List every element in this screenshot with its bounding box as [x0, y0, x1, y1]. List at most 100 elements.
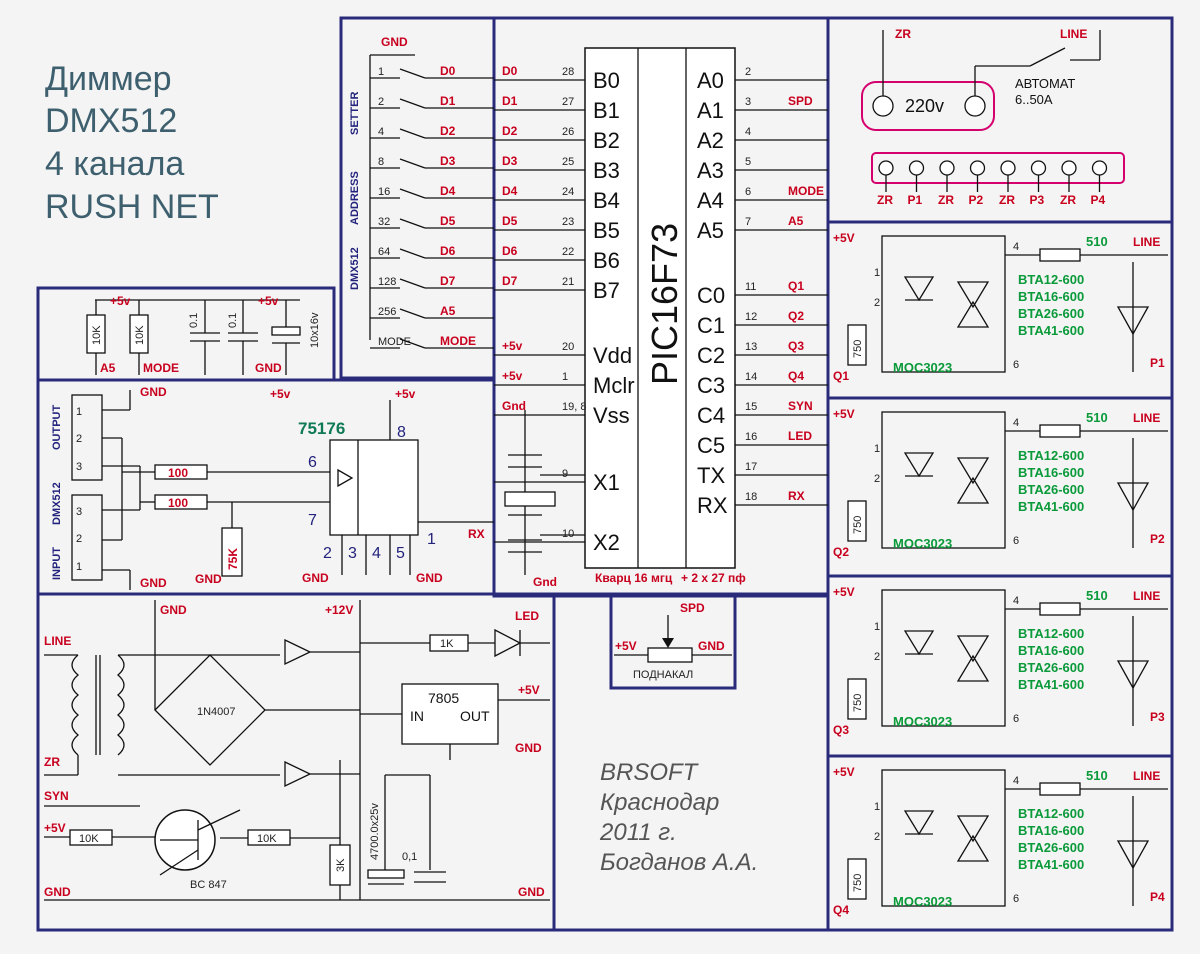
- pwr-plus12: +12V: [325, 603, 353, 617]
- mcu-right-pin-label: A5: [697, 218, 724, 243]
- pwr-plus5: +5V: [518, 683, 540, 697]
- mcu-left-pin-num: 9: [562, 468, 568, 480]
- channel-moc: MOC3023: [893, 714, 952, 729]
- pwr-bridge: 1N4007: [197, 706, 236, 718]
- channel-triac-option: BTA16-600: [1018, 465, 1084, 480]
- channel-pin4: 4: [1013, 417, 1019, 429]
- pwr-syn: SYN: [44, 789, 69, 803]
- channel-pin1: 1: [874, 267, 880, 279]
- channel-diac: [956, 815, 990, 862]
- channel-pin1: 1: [874, 621, 880, 633]
- mcu-right-pin-net: Q1: [788, 279, 804, 293]
- mcu-name: PIC16F73: [644, 223, 685, 385]
- mcu-right-pin-num: 17: [745, 461, 757, 473]
- pwr-r3k: 3K: [335, 858, 347, 872]
- out-pin-3: 3: [76, 461, 82, 473]
- pwr-r10k-b: 10K: [257, 833, 277, 845]
- dmx-pin7: 7: [308, 512, 317, 529]
- out-pin-2: 2: [76, 433, 82, 445]
- dmx-gnd-chip: GND: [302, 571, 329, 585]
- credit-2: Краснодар: [600, 789, 719, 816]
- mcu-left-pin-net: D3: [502, 154, 518, 168]
- mcu-left-pin-num: 22: [562, 246, 574, 258]
- switch-value-label: 64: [378, 246, 390, 258]
- switch-contact: [399, 128, 426, 139]
- dmx-pin8: 8: [397, 424, 406, 441]
- channel-p: P2: [1150, 532, 1165, 546]
- pullup-block: 10K 10K +5v A5 MODE 0.1 0.1 10x16v +5v G…: [86, 294, 321, 375]
- switch-value-label: 256: [378, 306, 396, 318]
- mcu-left-pin-net: +5v: [502, 369, 523, 383]
- channel-triac-option: BTA12-600: [1018, 448, 1084, 463]
- dmx-r100b: 100: [168, 496, 188, 510]
- channel-r510: 510: [1086, 234, 1108, 249]
- terminal-label: ZR: [877, 193, 893, 207]
- channel-led-diode: [903, 630, 935, 656]
- mcu-right-pin-num: 3: [745, 96, 751, 108]
- mcu-left-pin-label: B4: [593, 188, 620, 213]
- channel-p: P3: [1150, 710, 1165, 724]
- mcu-left-pin-net: D7: [502, 274, 518, 288]
- channel-triac-option: BTA12-600: [1018, 272, 1084, 287]
- channel-pin1: 1: [874, 443, 880, 455]
- mcu-right-pin-num: 2: [745, 66, 751, 78]
- mains-terminal-block: [871, 152, 1125, 184]
- credit-4: Богданов А.А.: [600, 849, 758, 876]
- pot-block: SPD +5V GND ПОДНАКАЛ: [614, 601, 732, 681]
- mcu-left-pin-net: +5v: [502, 339, 523, 353]
- mcu-right-pin-num: 11: [745, 281, 756, 293]
- switch-net-label: D3: [440, 154, 456, 168]
- pullup-plus5: +5v: [110, 294, 131, 308]
- dmx-pin6: 6: [308, 454, 317, 471]
- mcu-right-pin-net: SYN: [788, 399, 813, 413]
- mcu-left-pin-num: 20: [562, 341, 574, 353]
- channel-moc: MOC3023: [893, 894, 952, 909]
- mcu-left-pin-label: X2: [593, 530, 620, 555]
- terminal-screw: [1000, 160, 1016, 176]
- switch-contact: [399, 98, 426, 109]
- in-pin-3: 3: [76, 506, 82, 518]
- channel-p: P4: [1150, 890, 1165, 904]
- mcu-right-pin-num: 4: [745, 126, 751, 138]
- switch-value-label: 32: [378, 216, 390, 228]
- channel-plus5: +5V: [833, 765, 855, 779]
- channel-diac: [956, 281, 990, 328]
- power-block: LINE ZR GND +12V 1N4007 1K LED 7805 IN O…: [44, 600, 550, 901]
- mcu-left-pin-num: 27: [562, 96, 574, 108]
- channel-r510: 510: [1086, 768, 1108, 783]
- mcu-right-pin-num: 14: [745, 371, 757, 383]
- channel-1: +5VQ1P1LINE5107501246BTA12-600BTA16-600B…: [833, 231, 1168, 383]
- switch-contact: [399, 218, 426, 229]
- channel-pin6: 6: [1013, 893, 1019, 905]
- dmx-output-label: OUTPUT: [51, 405, 63, 451]
- dmx-chip-name: 75176: [298, 419, 345, 438]
- channel-moc-body: [881, 589, 1006, 727]
- mcu-right-pin-num: 13: [745, 341, 757, 353]
- channel-p: P1: [1150, 356, 1165, 370]
- channel-q: Q3: [833, 723, 849, 737]
- pot-box: [609, 592, 737, 690]
- channel-moc-body: [881, 769, 1006, 907]
- mcu-right-pin-num: 5: [745, 156, 751, 168]
- pwr-gnd3: GND: [44, 885, 71, 899]
- channel-pin2: 2: [874, 473, 880, 485]
- mcu-left-pin-num: 28: [562, 66, 574, 78]
- mcu-left-pin-num: 10: [562, 528, 574, 540]
- pwr-led: LED: [515, 609, 539, 623]
- title-line-1: Диммер: [45, 60, 172, 98]
- mcu-right-pin-label: TX: [697, 463, 725, 488]
- switch-value-label: MODE: [378, 336, 411, 348]
- mcu-left-pin-net: D4: [502, 184, 518, 198]
- title-line-2: DMX512: [45, 102, 177, 140]
- channel-q: Q4: [833, 903, 849, 917]
- out-pin-1: 1: [76, 406, 82, 418]
- channel-q: Q2: [833, 545, 849, 559]
- dmx-block: OUTPUT DMX512 INPUT 1 2 3 3 2 1 GND GND …: [51, 385, 494, 590]
- terminal-screw: [908, 160, 925, 176]
- pwr-gnd2: GND: [515, 741, 542, 755]
- channel-triac-option: BTA26-600: [1018, 482, 1084, 497]
- channel-triac-option: BTA12-600: [1018, 626, 1084, 641]
